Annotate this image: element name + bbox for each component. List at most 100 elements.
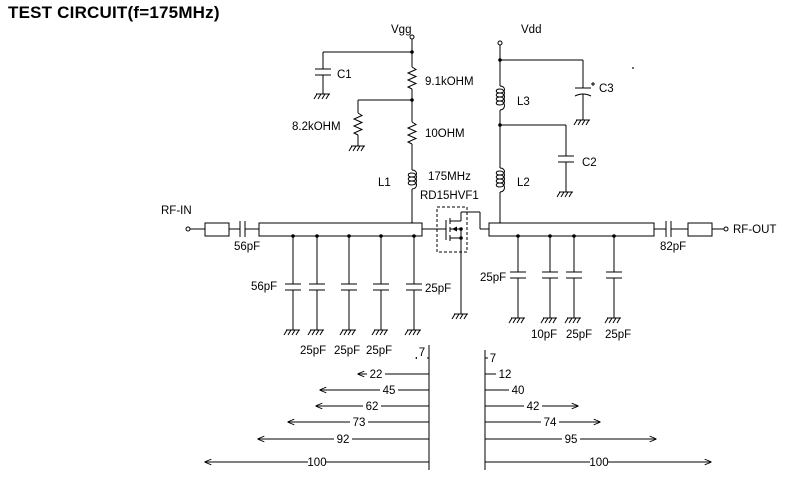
rf-in-port — [185, 226, 191, 232]
shunt-capacitor — [540, 234, 558, 324]
output-network: 82pF RF-OUT — [488, 221, 776, 253]
drain-bias-network: Vdd C3 L3 — [495, 24, 634, 226]
rf-in-label: RF-IN — [161, 205, 192, 217]
dimension-left: 45 — [320, 384, 429, 397]
c3-label: C3 — [599, 83, 614, 95]
ground-icon — [540, 317, 557, 324]
c3-capacitor — [574, 82, 595, 97]
r1-label: 9.1kOHM — [425, 76, 474, 88]
rf-out-port — [723, 226, 729, 232]
shunt-capacitor — [604, 234, 622, 324]
shunt-capacitor-labels: 56pF 25pF 25pF 25pF 25pF 25pF 10pF 25pF … — [251, 272, 631, 357]
l2-label: L2 — [517, 177, 530, 189]
c2-capacitor — [558, 155, 574, 163]
rf-out-label: RF-OUT — [733, 224, 776, 236]
dimension-right: 100 — [485, 456, 711, 469]
cap-label-out-25b: 25pF — [566, 329, 592, 341]
device-label: RD15HVF1 — [420, 190, 479, 202]
input-network: RF-IN 56pF — [161, 205, 431, 253]
r3-resistor — [406, 121, 418, 145]
ground-icon — [339, 329, 356, 336]
r2-resistor — [352, 112, 364, 136]
shunt-capacitor — [307, 234, 325, 336]
dimension-value: 100 — [589, 457, 608, 469]
ground-icon — [404, 329, 421, 336]
ground-icon — [348, 145, 365, 152]
cap-label-in-25b: 25pF — [334, 345, 360, 357]
input-connector — [204, 222, 230, 237]
ground-icon — [508, 317, 525, 324]
c1-capacitor — [315, 68, 331, 76]
input-microstrip — [258, 222, 423, 237]
cap-label-out-10: 10pF — [531, 329, 557, 341]
gate-bias-network: Vgg C1 9.1kOHM 8.2kOHM — [292, 24, 474, 226]
dimension-value: 40 — [512, 385, 525, 397]
output-series-cap-label: 82pF — [660, 241, 686, 253]
dimension-left: 22 — [358, 368, 429, 381]
ground-icon — [313, 93, 330, 100]
c1-label: C1 — [337, 69, 352, 81]
ground-icon — [564, 317, 581, 324]
ground-icon — [573, 119, 590, 126]
ground-icon — [283, 329, 300, 336]
dimension-value: 100 — [307, 457, 326, 469]
ground-icon — [371, 329, 388, 336]
shunt-capacitor — [339, 234, 357, 336]
input-series-capacitor — [239, 221, 246, 237]
dimension-left: 62 — [316, 400, 429, 413]
dimension-right: 40 — [485, 384, 527, 397]
cap-label-in-25a: 25pF — [300, 345, 326, 357]
dimension-references — [428, 345, 486, 470]
dimension-value: 12 — [499, 369, 512, 381]
shunt-capacitors — [283, 234, 622, 336]
r3-label: 10OHM — [425, 128, 465, 140]
transistor-rd15hvf1: 175MHz RD15HVF1 — [420, 171, 489, 320]
ground-icon — [556, 191, 573, 198]
cap-label-in-25d: 25pF — [425, 283, 451, 295]
ground-icon — [451, 313, 468, 320]
output-microstrip — [488, 222, 655, 237]
input-series-cap-label: 56pF — [234, 241, 260, 253]
dimension-value: 73 — [353, 417, 366, 429]
l2-inductor — [495, 167, 505, 193]
r2-label: 8.2kOHM — [292, 121, 341, 133]
dimension-value: 7 — [490, 353, 496, 365]
vgg-label: Vgg — [391, 24, 411, 36]
dimension-value: 62 — [366, 401, 379, 413]
l3-inductor — [495, 85, 505, 111]
r1-resistor — [406, 66, 418, 90]
cap-label-in-25c: 25pF — [366, 345, 392, 357]
ground-icon — [307, 329, 324, 336]
l1-inductor — [407, 169, 417, 190]
shunt-capacitor — [404, 234, 422, 336]
shunt-capacitor — [283, 234, 301, 336]
cap-label-out-25a: 25pF — [480, 272, 506, 284]
shunt-capacitor — [371, 234, 389, 336]
dimension-left: 73 — [288, 416, 429, 429]
dimension-value: 7 — [419, 347, 425, 359]
vdd-label: Vdd — [521, 24, 541, 36]
dimension-right: 74 — [485, 416, 600, 429]
circuit-title: TEST CIRCUIT(f=175MHz) — [8, 3, 220, 22]
ground-icon — [604, 317, 621, 324]
dimension-right: 12 — [485, 368, 514, 381]
l1-label: L1 — [378, 177, 391, 189]
dimension-value: 45 — [383, 385, 396, 397]
dimension-value: 74 — [544, 417, 557, 429]
dimension-right: 95 — [485, 433, 656, 446]
shunt-capacitor — [508, 234, 526, 324]
dimension-value: 95 — [565, 434, 578, 446]
dimension-right: 7 — [485, 352, 498, 365]
dimension-right: 42 — [485, 400, 578, 413]
l3-label: L3 — [517, 96, 530, 108]
shunt-capacitor — [564, 234, 582, 324]
output-connector — [687, 222, 713, 237]
frequency-label: 175MHz — [428, 171, 471, 183]
cap-label-in-56: 56pF — [251, 281, 277, 293]
dimension-left: 7 — [416, 347, 429, 363]
dimension-value: 92 — [337, 434, 350, 446]
dimension-left: 92 — [258, 433, 429, 446]
c2-label: C2 — [582, 157, 597, 169]
